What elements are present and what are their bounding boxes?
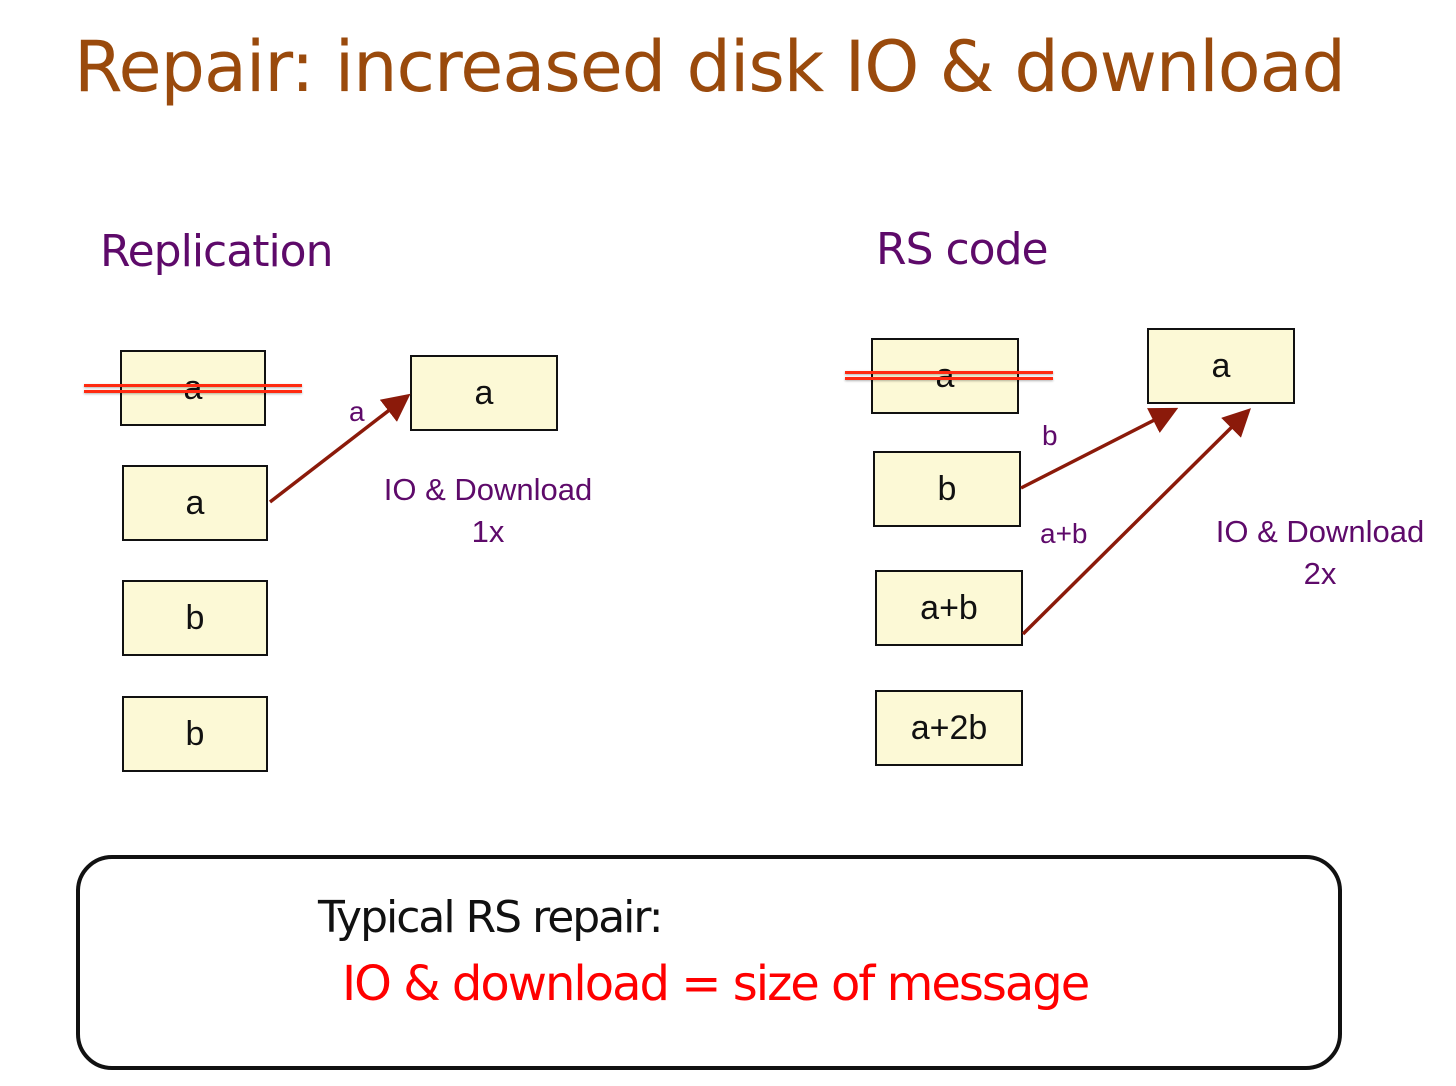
cost-multiplier: 2x: [1303, 556, 1337, 591]
replication-block: b: [122, 696, 268, 772]
rs-code-heading: RS code: [876, 224, 1049, 275]
cost-multiplier: 1x: [471, 514, 505, 549]
replication-edge-label: a: [349, 396, 365, 427]
strike-through-icon: [845, 371, 1053, 381]
rs-block: a+2b: [875, 690, 1023, 766]
rs-cost: IO & Download 2x: [1198, 511, 1442, 595]
rs-edge-label-b: b: [1042, 420, 1058, 451]
replication-block: b: [122, 580, 268, 656]
summary-box: [76, 855, 1342, 1070]
rs-block: b: [873, 451, 1021, 527]
rs-repaired-block: a: [1147, 328, 1295, 404]
cost-label: IO & Download: [383, 472, 593, 507]
cost-label: IO & Download: [1215, 514, 1425, 549]
summary-highlight: IO & download = size of message: [342, 956, 1090, 1012]
strike-through-icon: [84, 384, 302, 394]
replication-block-failed: a: [120, 350, 266, 426]
replication-cost: IO & Download 1x: [368, 469, 608, 553]
replication-heading: Replication: [100, 226, 333, 277]
rs-block: a+b: [875, 570, 1023, 646]
rs-block-failed: a: [871, 338, 1019, 414]
slide-title: Repair: increased disk IO & download: [74, 26, 1346, 108]
summary-heading: Typical RS repair:: [318, 892, 664, 943]
rs-edge-label-a-plus-b: a+b: [1040, 518, 1088, 549]
replication-block: a: [122, 465, 268, 541]
replication-repaired-block: a: [410, 355, 558, 431]
